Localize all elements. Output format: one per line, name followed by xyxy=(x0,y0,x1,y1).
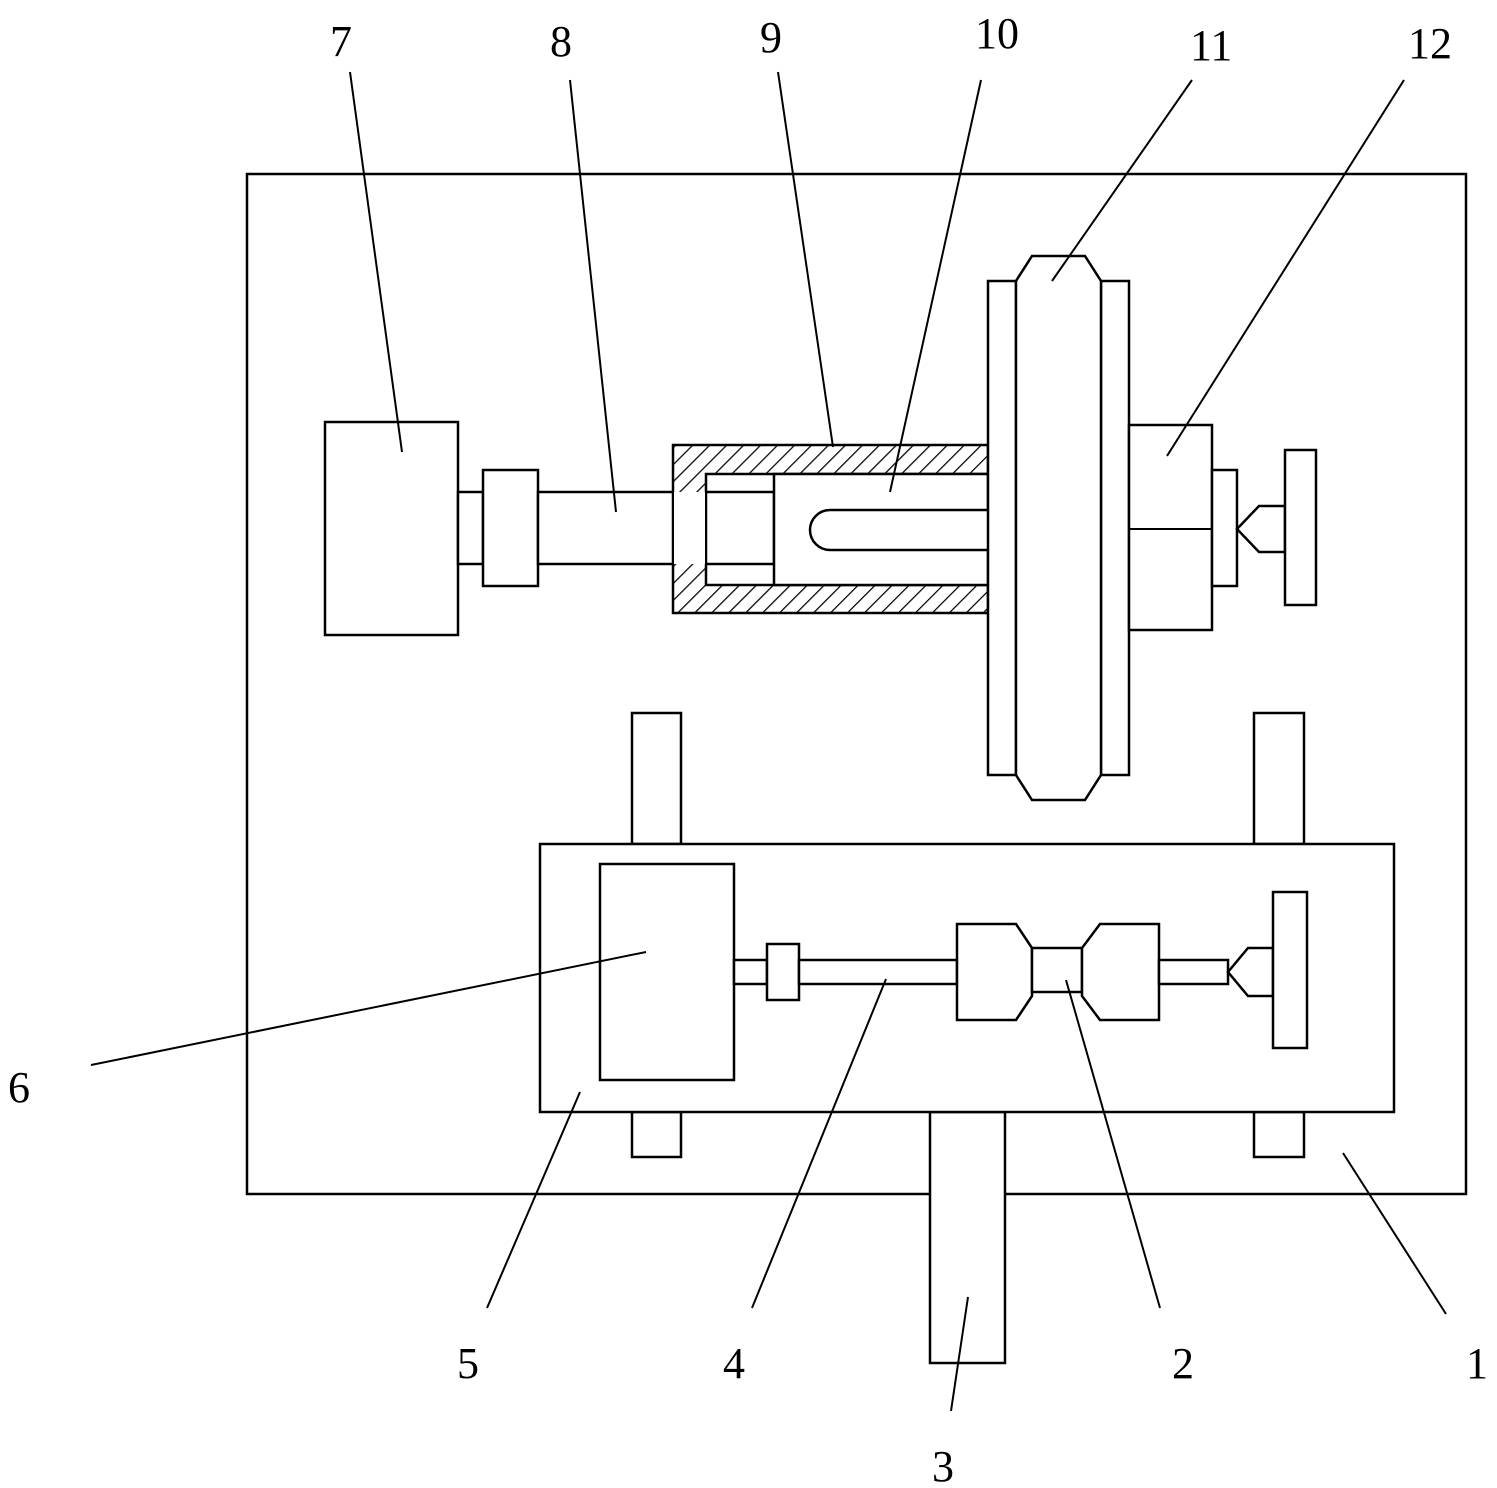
label-2: 2 xyxy=(1172,1339,1194,1388)
leader-1 xyxy=(1342,1152,1447,1315)
leader-9 xyxy=(777,71,834,448)
leader-11 xyxy=(1051,79,1193,282)
guide-post-left-top xyxy=(630,711,683,846)
lower-shaft xyxy=(797,958,959,986)
wheel xyxy=(1014,254,1103,802)
leader-7 xyxy=(349,71,403,453)
label-5: 5 xyxy=(457,1339,479,1388)
wheel-flange-right xyxy=(1099,279,1131,777)
leader-5 xyxy=(486,1091,581,1309)
lower-end-plate xyxy=(1271,890,1309,1050)
label-10: 10 xyxy=(975,9,1019,58)
upper-shaft xyxy=(536,490,776,566)
leader-12 xyxy=(1166,79,1405,457)
label-7: 7 xyxy=(330,17,352,66)
lower-motor xyxy=(598,862,736,1082)
label-4: 4 xyxy=(723,1339,745,1388)
wheel-flange-left xyxy=(986,279,1018,777)
bearing-block-right xyxy=(1080,922,1161,1022)
leader-2 xyxy=(1065,979,1161,1309)
label-3: 3 xyxy=(932,1442,954,1488)
guide-post-right-bottom xyxy=(1252,1110,1306,1159)
slider-slot xyxy=(808,508,988,552)
sleeve-gap-top xyxy=(674,492,705,564)
guide-post-left-bottom xyxy=(630,1110,683,1159)
upper-end-plate xyxy=(1283,448,1318,607)
upper-coupling xyxy=(481,468,540,588)
bearing-block-left xyxy=(955,922,1034,1022)
label-9: 9 xyxy=(760,13,782,62)
leader-10 xyxy=(889,79,982,493)
lower-shaft-stub xyxy=(732,958,769,986)
label-8: 8 xyxy=(550,17,572,66)
upper-bearing-block xyxy=(1127,423,1214,632)
leader-8 xyxy=(569,79,617,513)
guide-post-right-top xyxy=(1252,711,1306,846)
upper-motor xyxy=(323,420,460,637)
label-12: 12 xyxy=(1408,19,1452,68)
bearing-neck xyxy=(1030,946,1084,994)
label-1: 1 xyxy=(1466,1339,1488,1388)
leader-4 xyxy=(751,978,887,1309)
label-11: 11 xyxy=(1190,21,1232,70)
leader-3 xyxy=(950,1296,969,1412)
upper-output-shaft xyxy=(1210,468,1239,588)
leader-6 xyxy=(90,951,647,1066)
upper-shaft-stub xyxy=(456,490,485,566)
lower-output-shaft xyxy=(1157,958,1230,986)
label-6: 6 xyxy=(8,1063,30,1112)
lower-coupling xyxy=(765,942,801,1002)
bottom-stem xyxy=(928,1110,1007,1365)
